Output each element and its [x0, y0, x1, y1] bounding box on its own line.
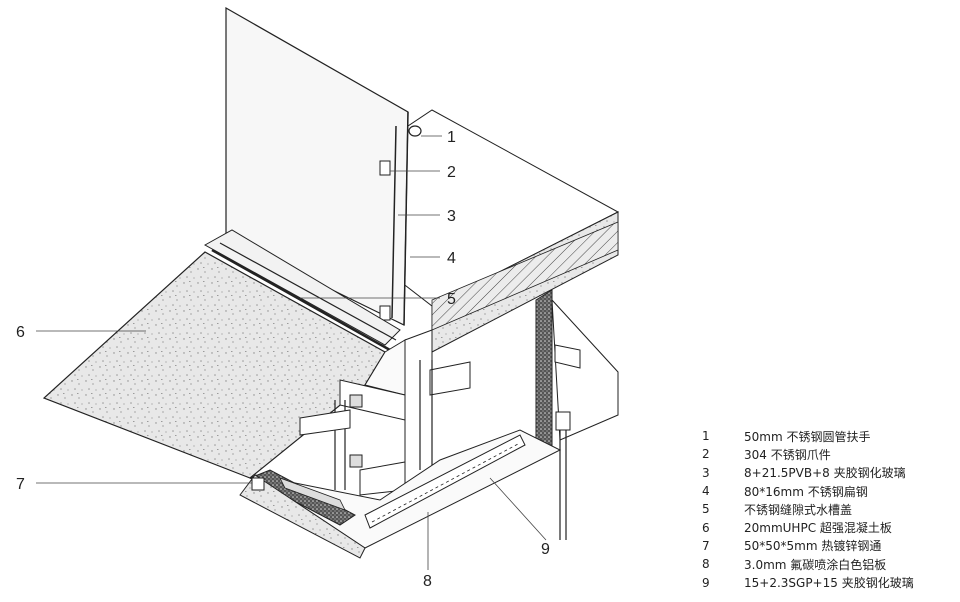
- legend-item: 6 20mmUHPC 超强混凝土板: [702, 518, 952, 536]
- legend-item: 7 50*50*5mm 热镀锌钢通: [702, 537, 952, 555]
- leader-lines: [36, 135, 547, 570]
- legend-item: 5 不锈钢缝隙式水槽盖: [702, 500, 952, 518]
- flat-steel-bar: [391, 125, 397, 319]
- legend-item: 3 8+21.5PVB+8 夹胶钢化玻璃: [702, 464, 952, 482]
- legend-description: 不锈钢缝隙式水槽盖: [744, 502, 853, 517]
- legend-description: 50mm 不锈钢圆管扶手: [744, 429, 871, 444]
- drainage-slot-cover: [203, 229, 401, 346]
- callout-7: 7: [16, 476, 25, 493]
- legend-number: 7: [702, 538, 710, 553]
- legend-number: 2: [702, 447, 710, 462]
- legend-item: 1 50mm 不锈钢圆管扶手: [702, 427, 952, 445]
- legend-description: 15+2.3SGP+15 夹胶钢化玻璃: [744, 576, 914, 591]
- callout-4: 4: [447, 250, 456, 267]
- handrail-tube: [408, 125, 422, 137]
- callout-2: 2: [447, 164, 456, 181]
- legend-item: 2 304 不锈钢爪件: [702, 445, 952, 463]
- legend-number: 6: [702, 520, 710, 535]
- legend-number: 5: [702, 502, 710, 517]
- legend-description: 8+21.5PVB+8 夹胶钢化玻璃: [744, 466, 906, 481]
- galvanized-steel-tube: [248, 469, 356, 526]
- slab-hatched-band: [431, 221, 619, 331]
- callout-8: 8: [423, 573, 432, 590]
- callout-6: 6: [16, 324, 25, 341]
- legend-item: 9 15+2.3SGP+15 夹胶钢化玻璃: [702, 573, 952, 591]
- steel-clamp: [379, 160, 391, 176]
- legend-number: 1: [702, 429, 710, 444]
- callout-3: 3: [447, 208, 456, 225]
- legend-item: 4 80*16mm 不锈钢扁钢: [702, 482, 952, 500]
- legend-description: 50*50*5mm 热镀锌钢通: [744, 539, 882, 554]
- callout-9: 9: [541, 541, 550, 558]
- legend-number: 9: [702, 575, 710, 590]
- legend-number: 3: [702, 465, 710, 480]
- legend-number: 4: [702, 484, 710, 499]
- legend-item: 8 3.0mm 氟碳喷涂白色铝板: [702, 555, 952, 573]
- steel-tube-frame: [339, 379, 406, 421]
- callout-5: 5: [447, 291, 456, 308]
- legend-description: 80*16mm 不锈钢扁钢: [744, 484, 868, 499]
- legend-description: 20mmUHPC 超强混凝土板: [744, 521, 892, 536]
- legend-description: 3.0mm 氟碳喷涂白色铝板: [744, 557, 887, 572]
- legend-number: 8: [702, 557, 710, 572]
- callout-1: 1: [447, 129, 456, 146]
- legend-description: 304 不锈钢爪件: [744, 447, 831, 462]
- material-legend: 1 50mm 不锈钢圆管扶手 2 304 不锈钢爪件 3 8+21.5PVB+8 夹胶…: [702, 427, 952, 592]
